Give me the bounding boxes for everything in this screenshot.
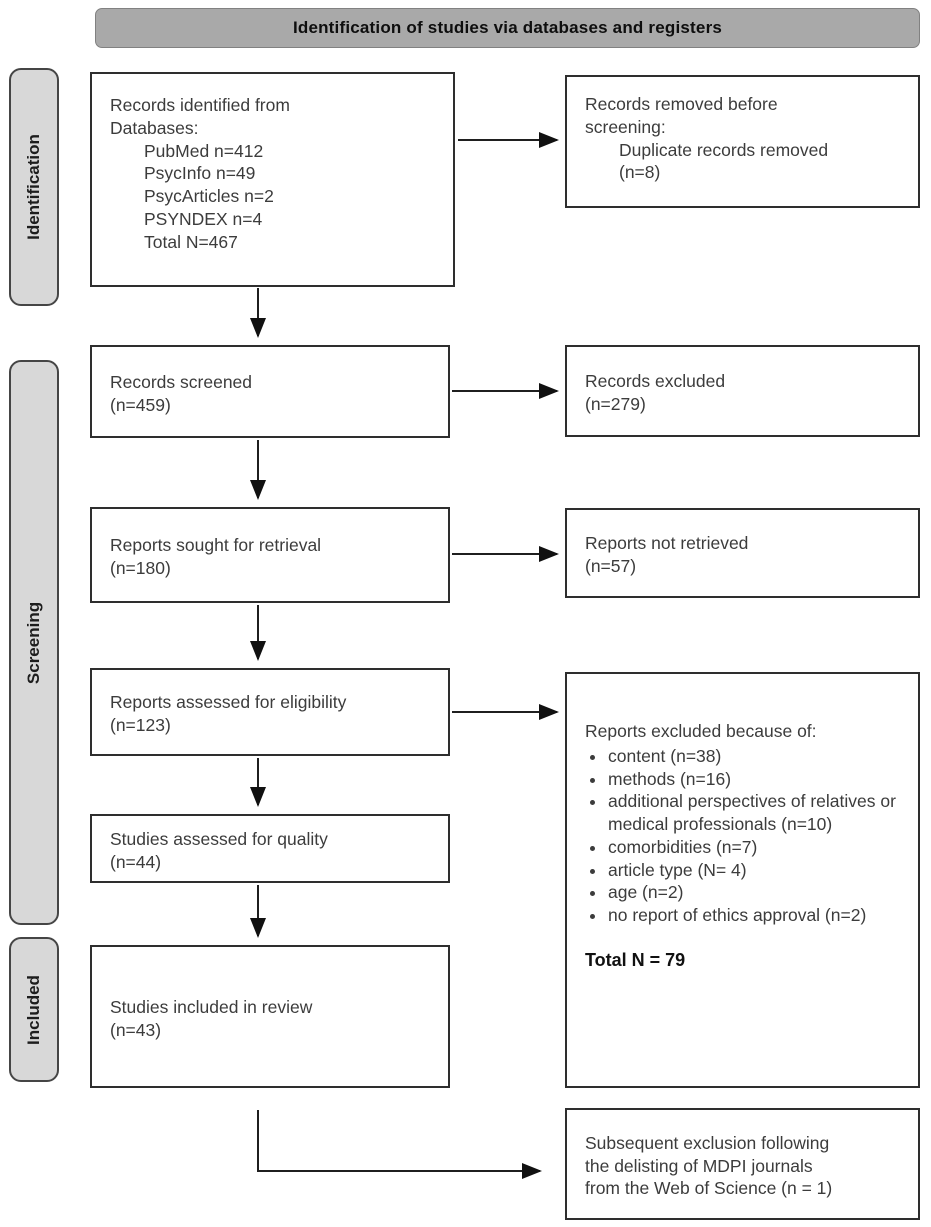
- stage-label-identification: Identification: [24, 134, 43, 240]
- exclusion-reason-item: article type (N= 4): [607, 859, 904, 882]
- box-text-line: Subsequent exclusion following: [585, 1132, 830, 1153]
- exclusion-reason-item: additional perspectives of relatives or …: [607, 790, 904, 836]
- box-text-line: (n=180): [110, 558, 171, 578]
- box-reports-sought: Reports sought for retrieval (n=180): [90, 507, 450, 603]
- stage-bar-screening: Screening: [9, 360, 59, 925]
- box-text-line: Total N=467: [144, 231, 238, 252]
- box-records-removed: Records removed before screening: Duplic…: [565, 75, 920, 208]
- stage-bar-included: Included: [9, 937, 59, 1082]
- box-text-line: (n=57): [585, 556, 637, 576]
- exclusion-reason-item: comorbidities (n=7): [607, 836, 904, 859]
- box-text-line: (n=8): [619, 162, 661, 183]
- box-text-line: (n=123): [110, 715, 171, 735]
- box-text-line: Reports assessed for eligibility: [110, 692, 347, 713]
- box-reports-assessed: Reports assessed for eligibility (n=123): [90, 668, 450, 756]
- box-text-line: Reports excluded because of:: [585, 721, 817, 741]
- box-studies-quality: Studies assessed for quality (n=44): [90, 814, 450, 883]
- box-text-line: (n=43): [110, 1019, 162, 1040]
- exclusion-total: Total N = 79: [585, 949, 686, 970]
- box-text-line: the delisting of MDPI journals: [585, 1155, 813, 1176]
- box-text-line: screening:: [585, 116, 666, 137]
- box-reports-excluded-reasons: Reports excluded because of: content (n=…: [565, 672, 920, 1088]
- exclusion-reason-item: no report of ethics approval (n=2): [607, 904, 904, 927]
- box-text-line: Reports sought for retrieval: [110, 535, 322, 556]
- exclusion-reason-item: age (n=2): [607, 881, 904, 904]
- box-studies-included: Studies included in review (n=43): [90, 945, 450, 1088]
- stage-bar-identification: Identification: [9, 68, 59, 306]
- stage-label-included: Included: [24, 974, 43, 1045]
- box-text-line: Records screened: [110, 371, 253, 392]
- exclusion-reason-item: methods (n=16): [607, 768, 904, 791]
- box-text-line: Reports not retrieved: [585, 533, 749, 554]
- box-records-excluded: Records excluded (n=279): [565, 345, 920, 437]
- box-text-line: Duplicate records removed: [619, 139, 829, 160]
- box-text-line: Studies assessed for quality: [110, 828, 328, 849]
- diagram-header: Identification of studies via databases …: [95, 8, 920, 48]
- box-text-line: from the Web of Science (n = 1): [585, 1178, 833, 1199]
- box-text-line: (n=44): [110, 851, 162, 872]
- box-text-line: PubMed n=412: [144, 140, 264, 161]
- stage-label-screening: Screening: [24, 601, 44, 684]
- box-text-line: Records excluded: [585, 371, 726, 392]
- diagram-header-title: Identification of studies via databases …: [292, 18, 723, 37]
- box-text-line: (n=279): [585, 394, 646, 414]
- box-text-line: Studies included in review: [110, 996, 313, 1017]
- box-text-line: Records removed before: [585, 94, 778, 114]
- box-records-screened: Records screened (n=459): [90, 345, 450, 438]
- exclusion-reasons-list: content (n=38) methods (n=16) additional…: [585, 745, 904, 927]
- box-reports-not-retrieved: Reports not retrieved (n=57): [565, 508, 920, 598]
- arrow-included-to-subsequent: [257, 1110, 542, 1179]
- box-text-line: (n=459): [110, 394, 171, 415]
- box-text-line: Databases:: [110, 117, 199, 138]
- box-text-line: PSYNDEX n=4: [144, 208, 263, 229]
- box-subsequent-exclusion: Subsequent exclusion following the delis…: [565, 1108, 920, 1220]
- box-text-line: PsycArticles n=2: [144, 186, 274, 206]
- box-text-line: PsycInfo n=49: [144, 163, 256, 184]
- box-records-identified: Records identified from Databases: PubMe…: [90, 72, 455, 287]
- box-text-line: Records identified from: [110, 95, 290, 115]
- exclusion-reason-item: content (n=38): [607, 745, 904, 768]
